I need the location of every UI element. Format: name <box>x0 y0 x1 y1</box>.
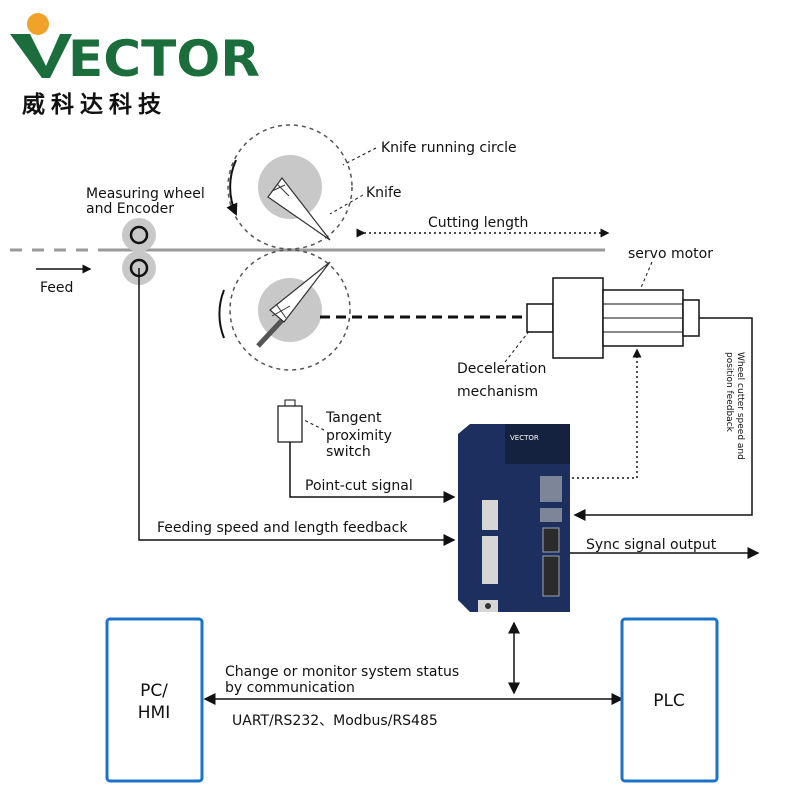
deceleration-label-1: Deceleration <box>457 361 546 377</box>
pc-hmi-label-1: PC/ <box>140 681 168 701</box>
tangent-label-1: Tangent <box>325 410 382 426</box>
pc-hmi-label-2: HMI <box>138 703 170 723</box>
plc-label: PLC <box>653 691 685 711</box>
wheel-feedback-label-1: Wheel cutter speed and <box>735 352 745 460</box>
wheel-feedback-label-2: position feedback <box>724 352 734 433</box>
upper-knife-running-circle <box>227 124 353 250</box>
feeding-feedback-line <box>138 268 456 546</box>
servo-motor-label: servo motor <box>628 246 713 262</box>
tangent-proximity-switch <box>277 399 303 443</box>
vector-logo: ECTOR 威科达科技 <box>10 13 260 118</box>
point-cut-signal-line <box>289 442 456 503</box>
tangent-pointer <box>303 419 325 431</box>
tangent-label-2: proximity <box>326 428 392 444</box>
knife-running-circle-label: Knife running circle <box>381 140 517 156</box>
measuring-wheel-top <box>122 218 156 252</box>
measuring-wheel-label-2: and Encoder <box>86 201 174 217</box>
lower-knife-assembly <box>218 249 351 371</box>
wheel-feedback-line <box>573 317 753 521</box>
servo-drive: VECTOR <box>458 424 570 612</box>
feeding-feedback-label: Feeding speed and length feedback <box>157 520 408 536</box>
knife-circle-pointer <box>342 147 377 166</box>
deceleration-mechanism <box>552 277 604 359</box>
measuring-wheel-label-1: Measuring wheel <box>86 186 205 202</box>
upper-knife-hub <box>258 155 322 219</box>
upper-knife-blade <box>267 177 331 241</box>
cutting-length-label: Cutting length <box>428 215 528 231</box>
lower-knife-running-circle <box>229 249 351 371</box>
logo-orange-dot <box>27 13 49 35</box>
motor-control-dotted-line <box>572 348 642 479</box>
plc-box: PLC <box>620 617 719 783</box>
knife-label: Knife <box>366 185 402 201</box>
logo-v-mark <box>10 34 72 78</box>
knife-pointer <box>329 194 364 215</box>
point-cut-signal-label: Point-cut signal <box>305 478 413 494</box>
protocols-label: UART/RS232、Modbus/RS485 <box>232 713 438 729</box>
tangent-label-3: switch <box>326 444 371 460</box>
upper-knife-assembly <box>226 124 353 250</box>
comm-label-2: by communication <box>225 680 355 696</box>
lower-knife-arm <box>256 314 288 348</box>
comm-label-1: Change or monitor system status <box>225 664 459 680</box>
lower-knife-blade <box>269 261 331 323</box>
coupler-stub <box>526 303 554 333</box>
sync-signal-label: Sync signal output <box>586 537 717 553</box>
servo-motor-end <box>682 299 700 337</box>
upper-rotation-arrow <box>226 159 238 216</box>
servo-motor-pointer <box>639 261 653 291</box>
deceleration-pointer <box>504 329 531 363</box>
servo-motor-assembly <box>526 277 700 359</box>
logo-brand-text: ECTOR <box>68 30 260 88</box>
deceleration-label-2: mechanism <box>457 384 538 400</box>
feed-label: Feed <box>40 280 73 296</box>
drive-brand-label: VECTOR <box>510 434 539 442</box>
pc-hmi-box: PC/ HMI <box>105 617 204 783</box>
logo-chinese-text: 威科达科技 <box>22 91 167 118</box>
lower-rotation-arrow <box>218 289 225 339</box>
drive-top-panel <box>505 424 570 464</box>
